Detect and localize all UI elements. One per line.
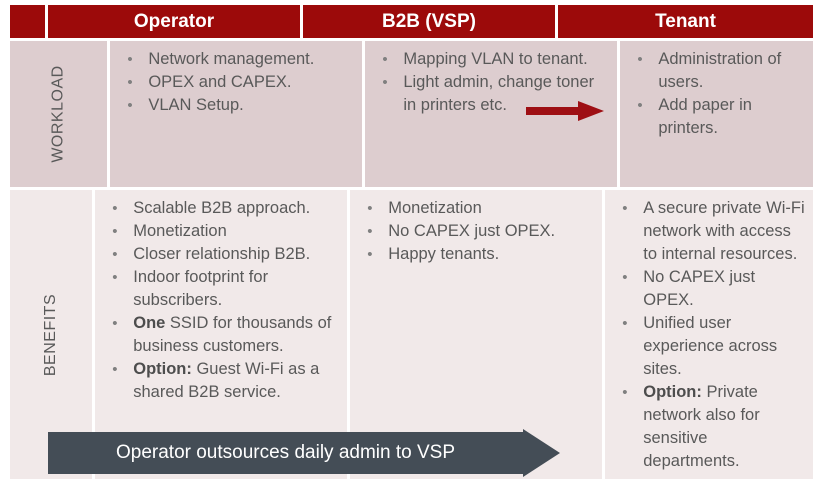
list-item-text: No CAPEX just OPEX. (643, 268, 756, 309)
table-row-benefits: BENEFITS Scalable B2B approach. Monetiza… (10, 190, 813, 479)
list-item-text: Unified user experience across sites. (643, 314, 778, 378)
column-header-tenant: Tenant (558, 5, 813, 38)
list-item: Happy tenants. (356, 243, 596, 266)
list-item: Monetization (101, 220, 341, 243)
column-header-b2b-label: B2B (VSP) (382, 10, 476, 32)
list-item-text: Light admin, change toner in printers et… (403, 73, 595, 114)
table-row-workload: WORKLOAD Network management. OPEX and CA… (10, 41, 813, 187)
cell-benefits-tenant: A secure private Wi-Fi network with acce… (605, 190, 813, 479)
list-item-text: Indoor footprint for subscribers. (133, 268, 269, 309)
cell-workload-operator: Network management. OPEX and CAPEX. VLAN… (110, 41, 363, 187)
row-label-workload: WORKLOAD (10, 41, 108, 187)
list-item: Option: Private network also for sensiti… (611, 381, 807, 473)
list-item-emphasis: One (133, 314, 166, 332)
bullet-list-workload-operator: Network management. OPEX and CAPEX. VLAN… (116, 48, 356, 117)
bullet-list-workload-tenant: Administration of users. Add paper in pr… (626, 48, 807, 140)
table-header-row: Operator B2B (VSP) Tenant (10, 5, 813, 38)
list-item-text: Add paper in printers. (658, 96, 752, 137)
row-label-benefits: BENEFITS (10, 190, 93, 479)
column-header-tenant-label: Tenant (655, 10, 716, 32)
bullet-list-benefits-b2b: Monetization No CAPEX just OPEX. Happy t… (356, 197, 596, 266)
list-item-text: Happy tenants. (388, 245, 500, 263)
list-item-text: SSID for thousands of business customers… (133, 314, 332, 355)
list-item-text: Monetization (388, 199, 482, 217)
list-item: Network management. (116, 48, 356, 71)
list-item-text: OPEX and CAPEX. (148, 73, 292, 91)
list-item-text: VLAN Setup. (148, 96, 244, 114)
list-item-emphasis: Option: (643, 383, 702, 401)
list-item-emphasis: Option: (133, 360, 192, 378)
list-item: A secure private Wi-Fi network with acce… (611, 197, 807, 266)
cell-workload-b2b: Mapping VLAN to tenant. Light admin, cha… (365, 41, 618, 187)
cell-workload-tenant: Administration of users. Add paper in pr… (620, 41, 813, 187)
list-item: One SSID for thousands of business custo… (101, 312, 341, 358)
list-item-text: Private network also for sensitive depar… (643, 383, 760, 470)
list-item: No CAPEX just OPEX. (356, 220, 596, 243)
list-item-text: No CAPEX just OPEX. (388, 222, 556, 240)
list-item: Mapping VLAN to tenant. (371, 48, 611, 71)
list-item: Monetization (356, 197, 596, 220)
cell-benefits-operator: Scalable B2B approach. Monetization Clos… (95, 190, 348, 479)
responsibility-matrix-table: Operator B2B (VSP) Tenant WORKLOAD Netwo… (10, 5, 813, 479)
list-item-text: Scalable B2B approach. (133, 199, 311, 217)
list-item: OPEX and CAPEX. (116, 71, 356, 94)
list-item: VLAN Setup. (116, 94, 356, 117)
list-item: Administration of users. (626, 48, 807, 94)
cell-benefits-b2b: Monetization No CAPEX just OPEX. Happy t… (350, 190, 603, 479)
list-item-text: Administration of users. (658, 50, 782, 91)
list-item: No CAPEX just OPEX. (611, 266, 807, 312)
list-item-text: Mapping VLAN to tenant. (403, 50, 588, 68)
list-item: Light admin, change toner in printers et… (371, 71, 611, 117)
column-header-operator-label: Operator (133, 10, 215, 32)
list-item-text: Network management. (148, 50, 315, 68)
list-item: Option: Guest Wi-Fi as a shared B2B serv… (101, 358, 341, 404)
bullet-list-benefits-operator: Scalable B2B approach. Monetization Clos… (101, 197, 341, 404)
list-item: Indoor footprint for subscribers. (101, 266, 341, 312)
column-header-b2b: B2B (VSP) (303, 5, 555, 38)
list-item: Scalable B2B approach. (101, 197, 341, 220)
bullet-list-benefits-tenant: A secure private Wi-Fi network with acce… (611, 197, 807, 473)
row-label-benefits-text: BENEFITS (42, 293, 60, 376)
list-item: Unified user experience across sites. (611, 312, 807, 381)
list-item-text: Guest Wi-Fi as a shared B2B service. (133, 360, 320, 401)
column-header-operator: Operator (48, 5, 300, 38)
list-item: Add paper in printers. (626, 94, 807, 140)
outsourcing-banner-arrow (48, 429, 560, 477)
list-item: Closer relationship B2B. (101, 243, 341, 266)
list-item-text: Closer relationship B2B. (133, 245, 311, 263)
bullet-list-workload-b2b: Mapping VLAN to tenant. Light admin, cha… (371, 48, 611, 117)
row-label-workload-text: WORKLOAD (49, 65, 67, 163)
header-corner-cell (10, 5, 45, 38)
list-item-text: Monetization (133, 222, 227, 240)
list-item-text: A secure private Wi-Fi network with acce… (643, 199, 805, 263)
